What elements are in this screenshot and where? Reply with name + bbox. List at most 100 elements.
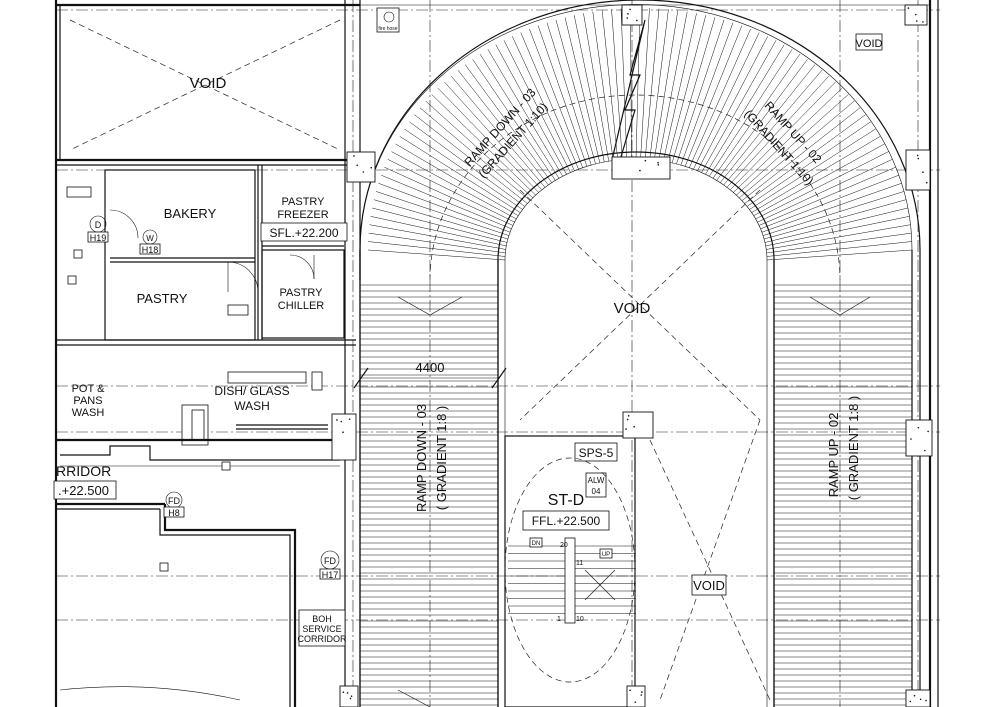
tread-line [762,183,902,232]
dish-label-2: WASH [234,399,270,413]
column-hatch-dot [641,691,643,693]
tread-line [371,216,507,246]
pastry-chiller-label-1: PASTRY [280,287,324,299]
tread-line [689,29,750,168]
column-hatch-dot [917,155,919,157]
column-hatch-dot [639,170,641,172]
column-hatch-dot [922,171,924,173]
column-hatch-dot [910,701,912,703]
fire-hose-tag: fire hose [377,8,399,32]
tread-line [631,8,632,159]
ramp-down-straight-1: RAMP DOWN - 03 [414,404,429,512]
column-hatch-dot [356,164,358,166]
column-hatch-dot [636,20,638,22]
tread-line [733,88,842,192]
pot-label-2: PANS [73,395,102,407]
column-hatch-dot [915,14,917,16]
tread-line [654,10,678,160]
outer-walls [56,0,938,707]
column-hatch-dot [370,167,372,169]
stair-up: UP [602,552,610,558]
column-hatch-dot [927,431,929,433]
column [612,157,670,179]
column-hatch-dot [353,155,355,157]
tread-line [763,191,904,235]
column-hatch-dot [925,700,927,702]
column-hatch-dot [640,694,642,696]
column-hatch-dot [657,162,659,164]
boh-label-3: CORRIDOR [298,634,347,644]
stair-step-10: 10 [576,616,584,623]
column-hatch-dot [628,415,630,417]
pastry-freezer-label-2: FREEZER [277,209,328,221]
tread-line [767,233,912,253]
stair-step-11: 11 [576,560,583,567]
column-hatch-dot [627,419,629,421]
column-hatch-dot [908,7,910,9]
tread-line [556,20,596,164]
tread-line [547,23,591,165]
column-hatch-dot [342,431,344,433]
stair-step-1: 1 [557,616,561,623]
column-hatch-dot [916,20,918,22]
tread-line [767,242,912,257]
column-hatch-dot [343,691,345,693]
boh-label-1: BOH [312,614,332,624]
column-hatch-dot [922,21,924,23]
column-hatch-dot [645,160,647,162]
tread-line [376,191,509,235]
column-hatch-dot [633,426,635,428]
void-top-left: VOID [70,20,340,150]
column-hatch-dot [914,695,916,697]
column-hatch-dot [347,692,349,694]
corridor-level: .+22.500 [58,483,109,498]
tread-line [727,76,829,187]
alw-tag: ALW [588,476,605,485]
tread-line [767,250,912,260]
void-lower-label: VOID [693,578,725,593]
column-hatch-dot [625,428,627,430]
sps-tag: SPS-5 [579,446,614,460]
column [623,412,653,438]
stair-dn: DN [532,541,541,547]
pot-label-3: WASH [72,407,105,419]
fire-hose-note: fire hose [378,26,397,32]
pastry-chiller-label-2: CHILLER [278,300,325,312]
tread-line [621,9,627,160]
column-hatch-dot [910,438,912,440]
void-tag-top: VOID [856,38,883,50]
column [332,414,356,460]
column-hatch-dot [918,427,920,429]
corridor-label: RRIDOR [56,463,111,479]
stair-core: SPS-5 ALW 04 ST-D FFL.+22.500 DN UP 20 1… [505,436,636,707]
pastry-label: PASTRY [137,291,188,306]
tag-d: D [95,220,102,230]
tread-line [672,17,715,163]
void-center-label: VOID [614,300,651,317]
tread-line [650,9,669,159]
tread-line [529,29,582,168]
tread-line [663,13,696,161]
column-hatch-dot [350,698,352,700]
tread-line [374,200,508,239]
column-hatch-dot [626,17,628,19]
column-hatch-dot [629,689,631,691]
column-hatch-dot [349,418,351,420]
pot-label-1: POT & [72,383,105,395]
tread-line [757,159,892,222]
tread-line [574,15,604,162]
tread-line [368,250,505,260]
tread-line [693,32,759,169]
column-hatch-dot [336,419,338,421]
ramp-down-straight-2: ( GRADIENT 1:8 ) [434,406,449,511]
column-hatch-dot [924,450,926,452]
bakery-label: BAKERY [164,206,217,221]
tag-fd: FD [168,496,180,506]
alw-num: 04 [592,487,601,496]
tag-h17: H17 [322,570,339,580]
boh-label-2: SERVICE [302,624,341,634]
void-label: VOID [190,75,227,92]
stair-label: ST-D [548,492,584,509]
column [622,5,642,25]
